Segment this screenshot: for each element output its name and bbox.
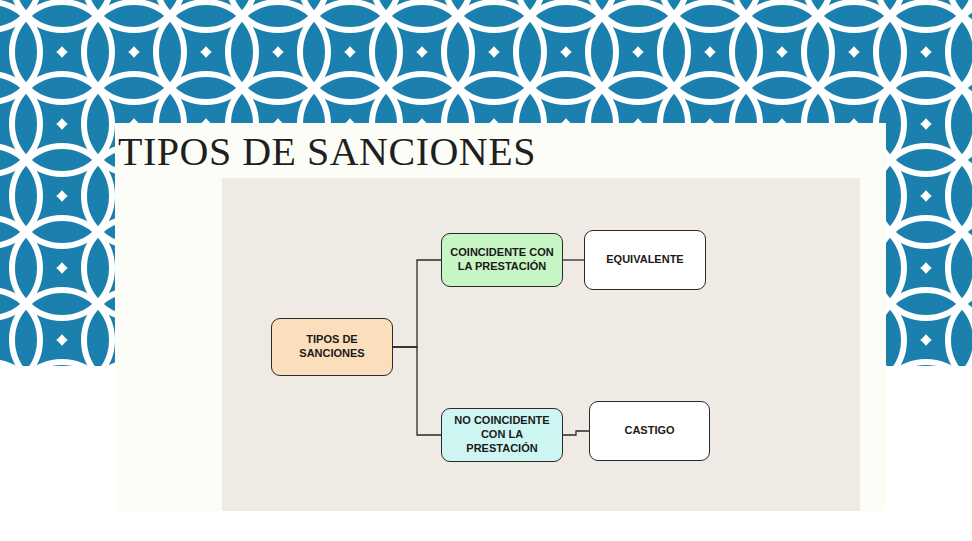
- connector: [393, 347, 441, 435]
- connector: [563, 431, 589, 435]
- box-label: EQUIVALENTE: [606, 253, 683, 267]
- result-box: CASTIGO: [589, 401, 710, 461]
- branch-box: NO COINCIDENTE CON LA PRESTACIÓN: [441, 408, 563, 462]
- connector: [393, 260, 441, 347]
- box-label: COINCIDENTE CON LA PRESTACIÓN: [448, 246, 556, 274]
- box-label: TIPOS DE SANCIONES: [278, 333, 386, 361]
- branch-box: COINCIDENTE CON LA PRESTACIÓN: [441, 233, 563, 287]
- connector: [563, 259, 584, 260]
- root-box: TIPOS DE SANCIONES: [271, 318, 393, 376]
- slide-title: TIPOS DE SANCIONES: [118, 128, 536, 175]
- box-label: CASTIGO: [624, 424, 674, 438]
- result-box: EQUIVALENTE: [584, 230, 706, 290]
- content-panel: [115, 123, 886, 511]
- diagram-ground: [222, 178, 860, 511]
- box-label: NO COINCIDENTE CON LA PRESTACIÓN: [448, 414, 556, 455]
